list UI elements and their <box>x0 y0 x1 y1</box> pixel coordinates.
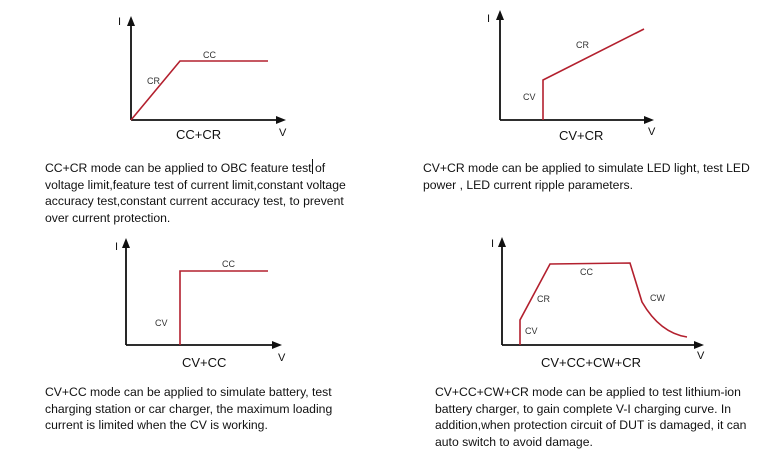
mode-label: CV+CR <box>559 128 603 143</box>
segment-cw-label: CW <box>650 293 665 303</box>
diagram-cv-cr: I V CV CR CV+CR <box>390 0 778 150</box>
i-axis-label: I <box>487 13 490 25</box>
cv-cc-cw-cr-graph: I V CV CR CC CW CV+CC+CW+CR <box>491 237 705 370</box>
i-axis-label: I <box>118 16 121 28</box>
cv-cr-graph: I V CV CR CV+CR <box>487 10 656 143</box>
cv-cc-cw-cr-description: CV+CC+CW+CR mode can be applied to test … <box>435 385 747 449</box>
i-axis-label: I <box>115 241 118 253</box>
i-axis-label: I <box>491 238 494 250</box>
v-axis-label: V <box>648 126 656 138</box>
segment-cc-label: CC <box>580 267 593 277</box>
segment-cv-label: CV <box>523 92 536 102</box>
v-axis-arrow <box>644 116 654 124</box>
segment-cv-label: CV <box>155 318 168 328</box>
mode-label: CC+CR <box>176 127 221 142</box>
mode-label: CV+CC+CW+CR <box>541 355 641 370</box>
i-axis-arrow <box>498 237 506 247</box>
cv-cc-description: CV+CC mode can be applied to simulate ba… <box>45 385 333 432</box>
i-axis-arrow <box>122 238 130 248</box>
i-axis-arrow <box>496 10 504 20</box>
segment-cr-label: CR <box>147 76 160 86</box>
v-axis-label: V <box>697 350 705 362</box>
cv-cc-graph: I V CV CC CV+CC <box>115 238 286 370</box>
cc-cr-curve <box>130 60 268 121</box>
mode-label: CV+CC <box>182 355 226 370</box>
diagram-cc-cr: I V CR CC CC+CR <box>0 0 390 150</box>
text-cursor <box>312 159 313 174</box>
segment-cc-label: CC <box>203 50 216 60</box>
segment-cr-label: CR <box>576 40 589 50</box>
v-axis-label: V <box>278 352 286 364</box>
cv-cr-description: CV+CR mode can be applied to simulate LE… <box>423 161 750 192</box>
cv-cc-cw-cr-curve <box>519 262 688 345</box>
diagram-cv-cc: I V CV CC CV+CC <box>0 230 390 380</box>
segment-cc-label: CC <box>222 259 235 269</box>
segment-cr-label: CR <box>537 294 550 304</box>
v-axis-arrow <box>694 341 704 349</box>
cv-cr-curve <box>542 28 645 120</box>
cv-cc-curve <box>179 270 268 345</box>
segment-cv-label: CV <box>525 326 538 336</box>
diagram-cv-cc-cw-cr: I V CV CR CC CW CV+CC+CW+CR <box>390 230 778 380</box>
cc-cr-description: CC+CR mode can be applied to OBC feature… <box>45 161 346 225</box>
v-axis-arrow <box>276 116 286 124</box>
v-axis-label: V <box>279 127 287 139</box>
i-axis-arrow <box>127 16 135 26</box>
cc-cr-graph: I V CR CC CC+CR <box>118 16 287 142</box>
v-axis-arrow <box>272 341 282 349</box>
